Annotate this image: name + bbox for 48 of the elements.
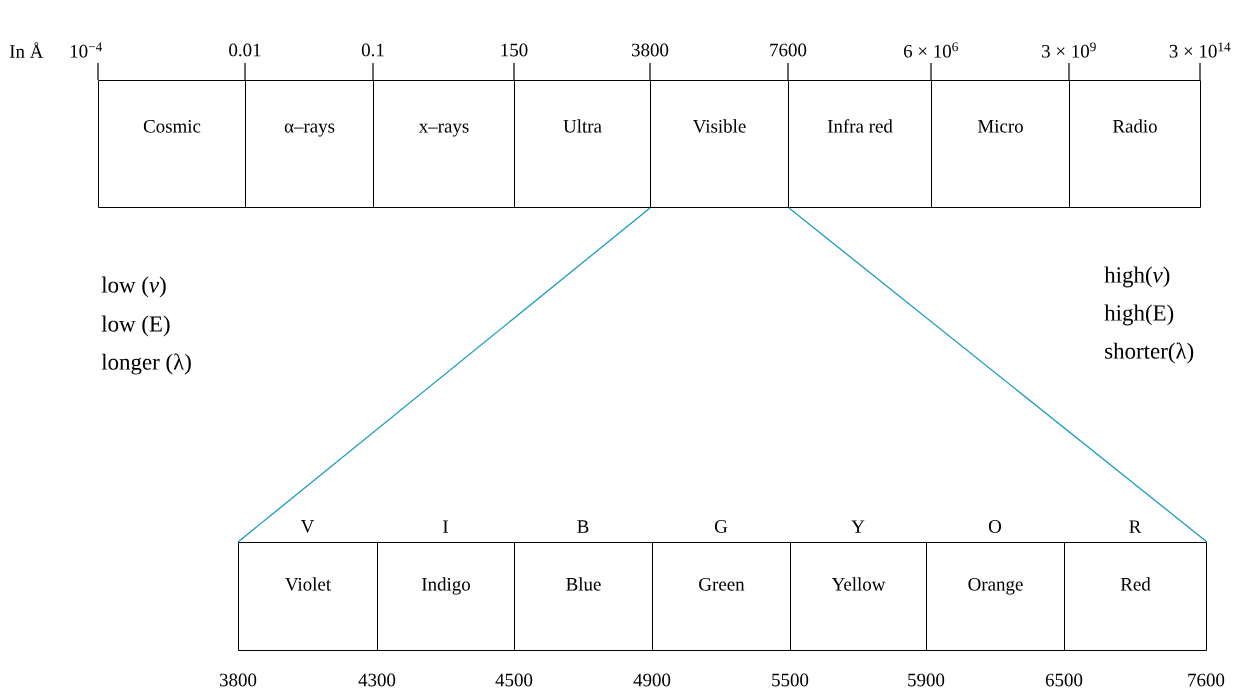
spectrum-cell: Radio <box>1069 80 1201 208</box>
tick-label: 7600 <box>1188 673 1225 687</box>
tick-label: 3800 <box>632 43 669 57</box>
spectrum-cell: Green <box>652 542 791 651</box>
tick-label: 4900 <box>633 673 671 687</box>
spectrum-cell: Yellow <box>790 542 927 651</box>
color-letter: B <box>577 520 589 533</box>
color-letter: G <box>714 520 728 533</box>
spectrum-cell: Blue <box>514 542 653 651</box>
tick-label: 4300 <box>358 673 396 687</box>
tick-label: 3800 <box>220 673 257 687</box>
tick-label: 3 × 10$^{14}$ <box>1169 42 1231 58</box>
tick-label: 10$^{−4}$ <box>70 42 103 58</box>
property-text-right: shorter(λ) <box>1105 342 1194 364</box>
spectrum-cell: x–rays <box>373 80 515 208</box>
property-text-left: longer (λ) <box>101 353 191 375</box>
spectrum-cell: Cosmic <box>98 80 246 208</box>
axis-unit: In Å <box>9 42 44 58</box>
tick-label: 6 × 10$^{6}$ <box>904 42 958 58</box>
spectrum-cell: Ultra <box>514 80 651 208</box>
tick-label: 0.1 <box>361 43 384 57</box>
color-letter: I <box>443 520 448 533</box>
spectrum-cell: Visible <box>650 80 789 208</box>
property-text-left: low (v) <box>101 276 166 298</box>
spectrum-cell: Orange <box>926 542 1065 651</box>
spectrum-cell: Indigo <box>377 542 515 651</box>
tick-label: 3 × 10$^{9}$ <box>1042 42 1096 58</box>
tick-label: 4500 <box>495 673 533 687</box>
property-text-right: high(E) <box>1104 304 1174 326</box>
tick-label: 150 <box>501 43 528 57</box>
spectrum-cell: Infra red <box>788 80 932 208</box>
color-letter: R <box>1129 520 1142 533</box>
tick-label: 6500 <box>1045 673 1083 687</box>
spectrum-cell: Micro <box>931 80 1070 208</box>
tick-label: 7600 <box>770 43 807 57</box>
zoom-line <box>788 207 1208 543</box>
color-letter: Y <box>851 520 865 533</box>
property-text-right: high(v) <box>1104 266 1170 288</box>
tick-label: 5900 <box>908 673 945 687</box>
tick-label: 0.01 <box>229 43 261 57</box>
property-text-left: low (E) <box>101 315 170 337</box>
color-letter: V <box>300 520 315 533</box>
zoom-line <box>237 207 651 543</box>
color-letter: O <box>988 520 1002 533</box>
tick-label: 5500 <box>772 673 809 687</box>
spectrum-cell: Red <box>1064 542 1207 651</box>
spectrum-cell: α–rays <box>245 80 374 208</box>
spectrum-cell: Violet <box>238 542 378 651</box>
